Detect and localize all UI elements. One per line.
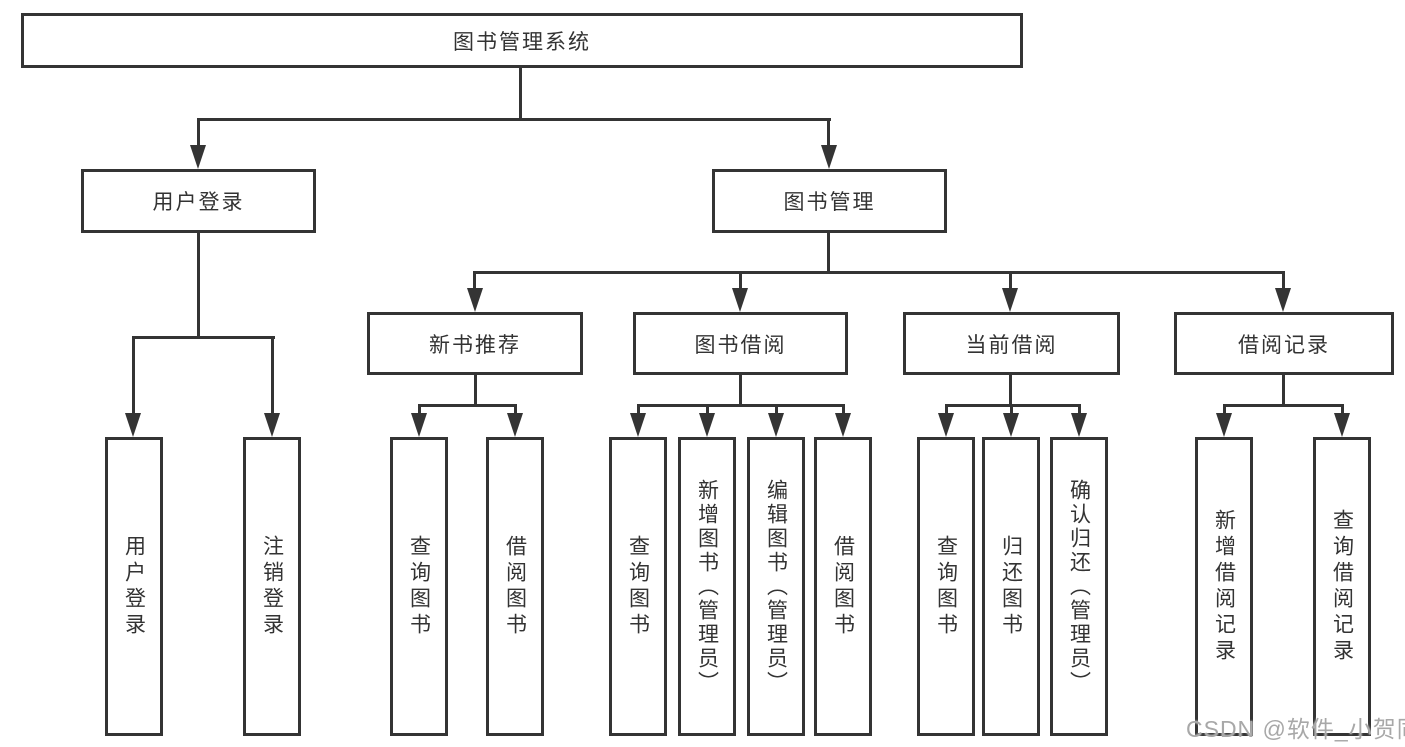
- arrowhead-icon: [411, 413, 427, 437]
- arrowhead-icon: [264, 413, 280, 437]
- node-user-login: 用户登录: [81, 169, 316, 233]
- arrowhead-icon: [1334, 413, 1350, 437]
- connector-section-stem: [1282, 375, 1285, 407]
- arrowhead-icon: [732, 288, 748, 312]
- leaf-label: 查询图书: [626, 534, 650, 639]
- leaf-label: 查询图书: [934, 534, 958, 639]
- leaf-current-query-books: 查询图书: [917, 437, 975, 736]
- arrowhead-icon: [1275, 288, 1291, 312]
- arrowhead-icon: [507, 413, 523, 437]
- arrowhead-icon: [1216, 413, 1232, 437]
- connector-leaf-drop: [842, 404, 845, 415]
- node-book-borrowing: 图书借阅: [633, 312, 848, 375]
- arrowhead-icon: [835, 413, 851, 437]
- connector-section-drop: [1282, 271, 1285, 290]
- leaf-newbooks-query-books: 查询图书: [390, 437, 448, 736]
- connector-leaf-drop: [1010, 404, 1013, 415]
- connector-section-arm: [418, 404, 517, 407]
- connector-leaf-drop: [945, 404, 948, 415]
- arrowhead-icon: [821, 145, 837, 169]
- connector-leaf-drop: [706, 404, 709, 415]
- arrowhead-icon: [190, 145, 206, 169]
- leaf-borrowing-add-book-admin: 新增图书（管理员）: [678, 437, 736, 736]
- leaf-label: 编辑图书（管理员）: [764, 478, 788, 695]
- connector-section-drop: [1009, 271, 1012, 290]
- connector-leaf-drop: [514, 404, 517, 415]
- leaf-borrowing-borrow-books: 借阅图书: [814, 437, 872, 736]
- leaf-records-query-record: 查询借阅记录: [1313, 437, 1371, 736]
- leaf-label: 借阅图书: [831, 534, 855, 639]
- connector-leaf-drop: [1341, 404, 1344, 415]
- connector-leaf-drop: [637, 404, 640, 415]
- node-borrow-records: 借阅记录: [1174, 312, 1394, 375]
- arrowhead-icon: [768, 413, 784, 437]
- leaf-logout: 注销登录: [243, 437, 301, 736]
- connector-leaf-drop: [1223, 404, 1226, 415]
- connector-book-mgmt-drop: [827, 118, 830, 146]
- arrowhead-icon: [699, 413, 715, 437]
- leaf-label: 注销登录: [260, 534, 284, 639]
- connector-leaf-drop: [1078, 404, 1081, 415]
- connector-user-login-drop: [197, 118, 200, 146]
- connector-book-mgmt-stem: [827, 233, 830, 274]
- connector-section-arm: [945, 404, 1081, 407]
- arrowhead-icon: [938, 413, 954, 437]
- connector-section-drop: [473, 271, 476, 290]
- leaf-records-add-record: 新增借阅记录: [1195, 437, 1253, 736]
- leaf-borrowing-edit-book-admin: 编辑图书（管理员）: [747, 437, 805, 736]
- node-new-book-recommend: 新书推荐: [367, 312, 583, 375]
- connector-leaf-drop: [775, 404, 778, 415]
- leaf-label: 确认归还（管理员）: [1067, 478, 1091, 695]
- connector-section-stem: [739, 375, 742, 407]
- leaf-label: 查询借阅记录: [1330, 508, 1354, 665]
- arrowhead-icon: [1071, 413, 1087, 437]
- leaf-current-confirm-return-admin: 确认归还（管理员）: [1050, 437, 1108, 736]
- connector-root-arm: [197, 118, 831, 121]
- arrowhead-icon: [630, 413, 646, 437]
- leaf-label: 查询图书: [407, 534, 431, 639]
- connector-section-stem: [474, 375, 477, 407]
- connector-section-drop: [739, 271, 742, 290]
- node-library-management-system: 图书管理系统: [21, 13, 1023, 68]
- leaf-user-login: 用户登录: [105, 437, 163, 736]
- csdn-watermark: CSDN @软件_小贺同学: [1186, 716, 1405, 742]
- connector-user-login-stem: [197, 233, 200, 337]
- arrowhead-icon: [467, 288, 483, 312]
- connector-leaf-drop: [271, 336, 274, 414]
- leaf-newbooks-borrow-books: 借阅图书: [486, 437, 544, 736]
- connector-root-stem: [519, 68, 522, 118]
- connector-user-login-arm: [132, 336, 275, 339]
- connector-section-arm: [1223, 404, 1344, 407]
- leaf-borrowing-query-books: 查询图书: [609, 437, 667, 736]
- connector-section-arm: [637, 404, 845, 407]
- connector-section-stem: [1009, 375, 1012, 407]
- arrowhead-icon: [1002, 288, 1018, 312]
- leaf-label: 新增图书（管理员）: [695, 478, 719, 695]
- arrowhead-icon: [125, 413, 141, 437]
- node-book-management: 图书管理: [712, 169, 947, 233]
- connector-leaf-drop: [132, 336, 135, 414]
- connector-leaf-drop: [418, 404, 421, 415]
- leaf-label: 新增借阅记录: [1212, 508, 1236, 665]
- leaf-current-return-books: 归还图书: [982, 437, 1040, 736]
- leaf-label: 借阅图书: [503, 534, 527, 639]
- connector-book-mgmt-arm: [473, 271, 1285, 274]
- leaf-label: 用户登录: [122, 534, 146, 639]
- node-current-borrowing: 当前借阅: [903, 312, 1120, 375]
- leaf-label: 归还图书: [999, 534, 1023, 639]
- arrowhead-icon: [1003, 413, 1019, 437]
